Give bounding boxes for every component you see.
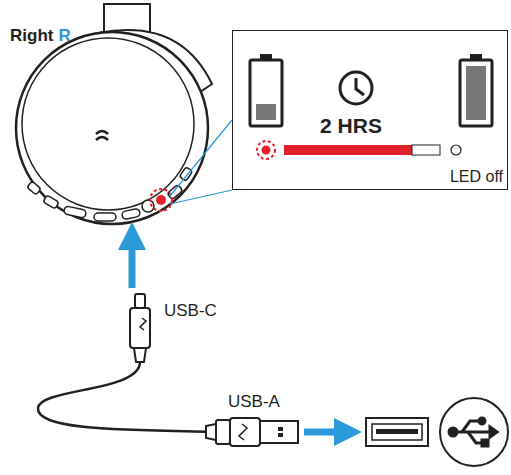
- usb-a-plug: [206, 418, 298, 446]
- brand-logo: [96, 131, 108, 140]
- inset-panel: 2 HRS LED off: [232, 30, 508, 190]
- duration-label: 2 HRS: [320, 115, 382, 136]
- status-led: [156, 195, 166, 205]
- led-timeline: [257, 141, 461, 159]
- battery-full-icon: [460, 54, 492, 126]
- leader-lines: [170, 120, 232, 204]
- side-label: Right: [10, 27, 53, 44]
- battery-low-icon: [250, 54, 282, 126]
- control-buttons: [27, 167, 193, 221]
- plug-arrow: [304, 429, 348, 436]
- side-letter: R: [58, 27, 70, 44]
- clock-icon: [340, 72, 372, 104]
- state-label: LED off: [450, 169, 503, 185]
- ear-cup: [16, 32, 208, 224]
- usb-port: [366, 418, 428, 446]
- led-glow: [150, 189, 172, 211]
- usb-symbol: [440, 398, 508, 466]
- inset-ground: [232, 30, 508, 190]
- insert-arrow: [129, 236, 136, 288]
- connector-label: USB-C: [164, 302, 217, 319]
- connector-label: USB-A: [228, 393, 280, 410]
